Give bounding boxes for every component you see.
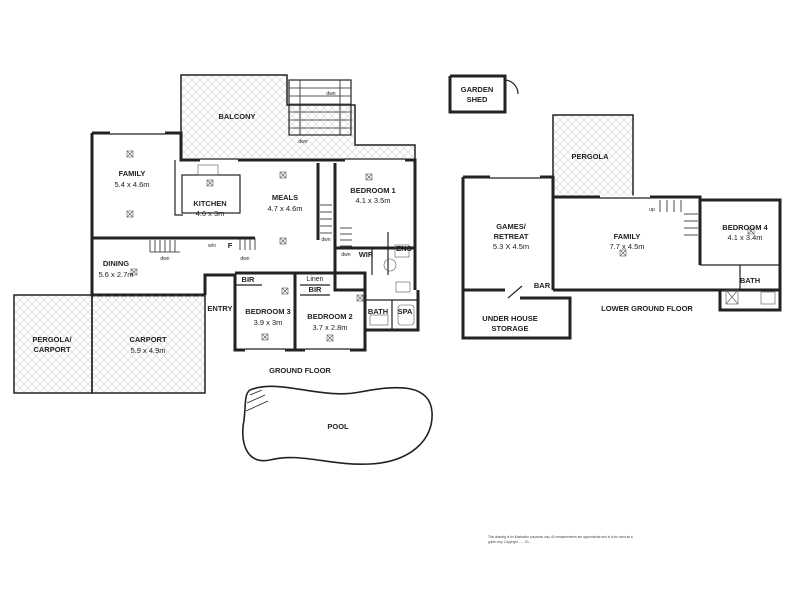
bedroom3-label: BEDROOM 3 xyxy=(245,307,290,316)
bar-label: BAR xyxy=(534,281,551,290)
pergola-carport-label-1: PERGOLA/ xyxy=(32,335,72,344)
bedroom3-size: 3.9 x 3m xyxy=(254,318,283,327)
bath-label: BATH xyxy=(368,307,388,316)
family-label: FAMILY xyxy=(119,169,146,178)
balcony-stairs xyxy=(288,79,352,136)
dwn-balcony-label: dwn xyxy=(298,139,307,145)
bir-label: BIR xyxy=(242,275,256,284)
dwn-stair-meals: dwn xyxy=(321,237,330,243)
bedroom1-size: 4.1 x 3.5m xyxy=(355,196,390,205)
lower-floor-walls xyxy=(461,175,782,340)
garden-shed-label-2: SHED xyxy=(467,95,488,104)
bedroom1-label: BEDROOM 1 xyxy=(350,186,395,195)
lower-fixtures xyxy=(619,227,776,305)
wir-label: WIR xyxy=(359,250,374,259)
carport-area xyxy=(91,294,206,394)
disclaimer-line-2: guide only. Copyright ...... 20... xyxy=(488,540,531,544)
wo-label: w/o xyxy=(208,243,216,249)
under-house-label-1: UNDER HOUSE xyxy=(482,314,537,323)
pergola-label: PERGOLA xyxy=(571,152,609,161)
carport-label: CARPORT xyxy=(129,335,167,344)
games-size: 5.3 X 4.5m xyxy=(493,242,529,251)
games-label-2: RETREAT xyxy=(494,232,529,241)
dwn-wir-label: dwn xyxy=(341,252,350,258)
pool-shape xyxy=(241,385,433,465)
under-house-label-2: STORAGE xyxy=(492,324,529,333)
dining-label: DINING xyxy=(103,259,129,268)
bir2-label: BIR xyxy=(309,285,323,294)
family-size: 5.4 x 4.6m xyxy=(114,180,149,189)
f-label: F xyxy=(228,241,233,250)
entry-label: ENTRY xyxy=(207,304,232,313)
bedroom2-label: BEDROOM 2 xyxy=(307,312,352,321)
dwn-top-label: dwn xyxy=(326,91,335,97)
pergola-carport-area xyxy=(13,294,93,394)
bedroom2-size: 3.7 x 2.8m xyxy=(312,323,347,332)
meals-size: 4.7 x 4.6m xyxy=(267,204,302,213)
bedroom4-label: BEDROOM 4 xyxy=(722,223,768,232)
fixtures xyxy=(197,164,415,326)
ens-label: ENS xyxy=(396,244,411,253)
dwn-meals-label: dwn xyxy=(240,256,249,262)
family-lower-label: FAMILY xyxy=(614,232,641,241)
pool-label: POOL xyxy=(327,422,349,431)
garden-shed-label-1: GARDEN xyxy=(461,85,494,94)
balcony-label: BALCONY xyxy=(218,112,255,121)
internal-stairs xyxy=(149,204,352,253)
linen-label: Linen xyxy=(306,276,323,283)
garden-shed xyxy=(448,74,519,114)
bedroom4-size: 4.1 x 3.4m xyxy=(727,233,762,242)
bath-lower-label: BATH xyxy=(740,276,760,285)
spa-label: SPA xyxy=(398,307,413,316)
lower-floor-title: LOWER GROUND FLOOR xyxy=(601,304,693,313)
lower-stairs xyxy=(659,200,698,236)
balcony-area xyxy=(180,74,416,161)
games-label-1: GAMES/ xyxy=(496,222,527,231)
pergola-carport-label-2: CARPORT xyxy=(33,345,71,354)
ground-floor-title: GROUND FLOOR xyxy=(269,366,331,375)
dining-size: 5.6 x 2.7m xyxy=(98,270,133,279)
disclaimer-line-1: This drawing is for illustration purpose… xyxy=(488,535,633,539)
kitchen-label: KITCHEN xyxy=(193,199,226,208)
carport-size: 5.9 x 4.9m xyxy=(130,346,165,355)
dwn-kitchen-label: dwn xyxy=(160,256,169,262)
up-label: up xyxy=(649,207,655,213)
kitchen-size: 4.6 x 3m xyxy=(196,209,225,218)
meals-label: MEALS xyxy=(272,193,298,202)
family-lower-size: 7.7 x 4.5m xyxy=(609,242,644,251)
light-fixtures xyxy=(126,150,373,342)
